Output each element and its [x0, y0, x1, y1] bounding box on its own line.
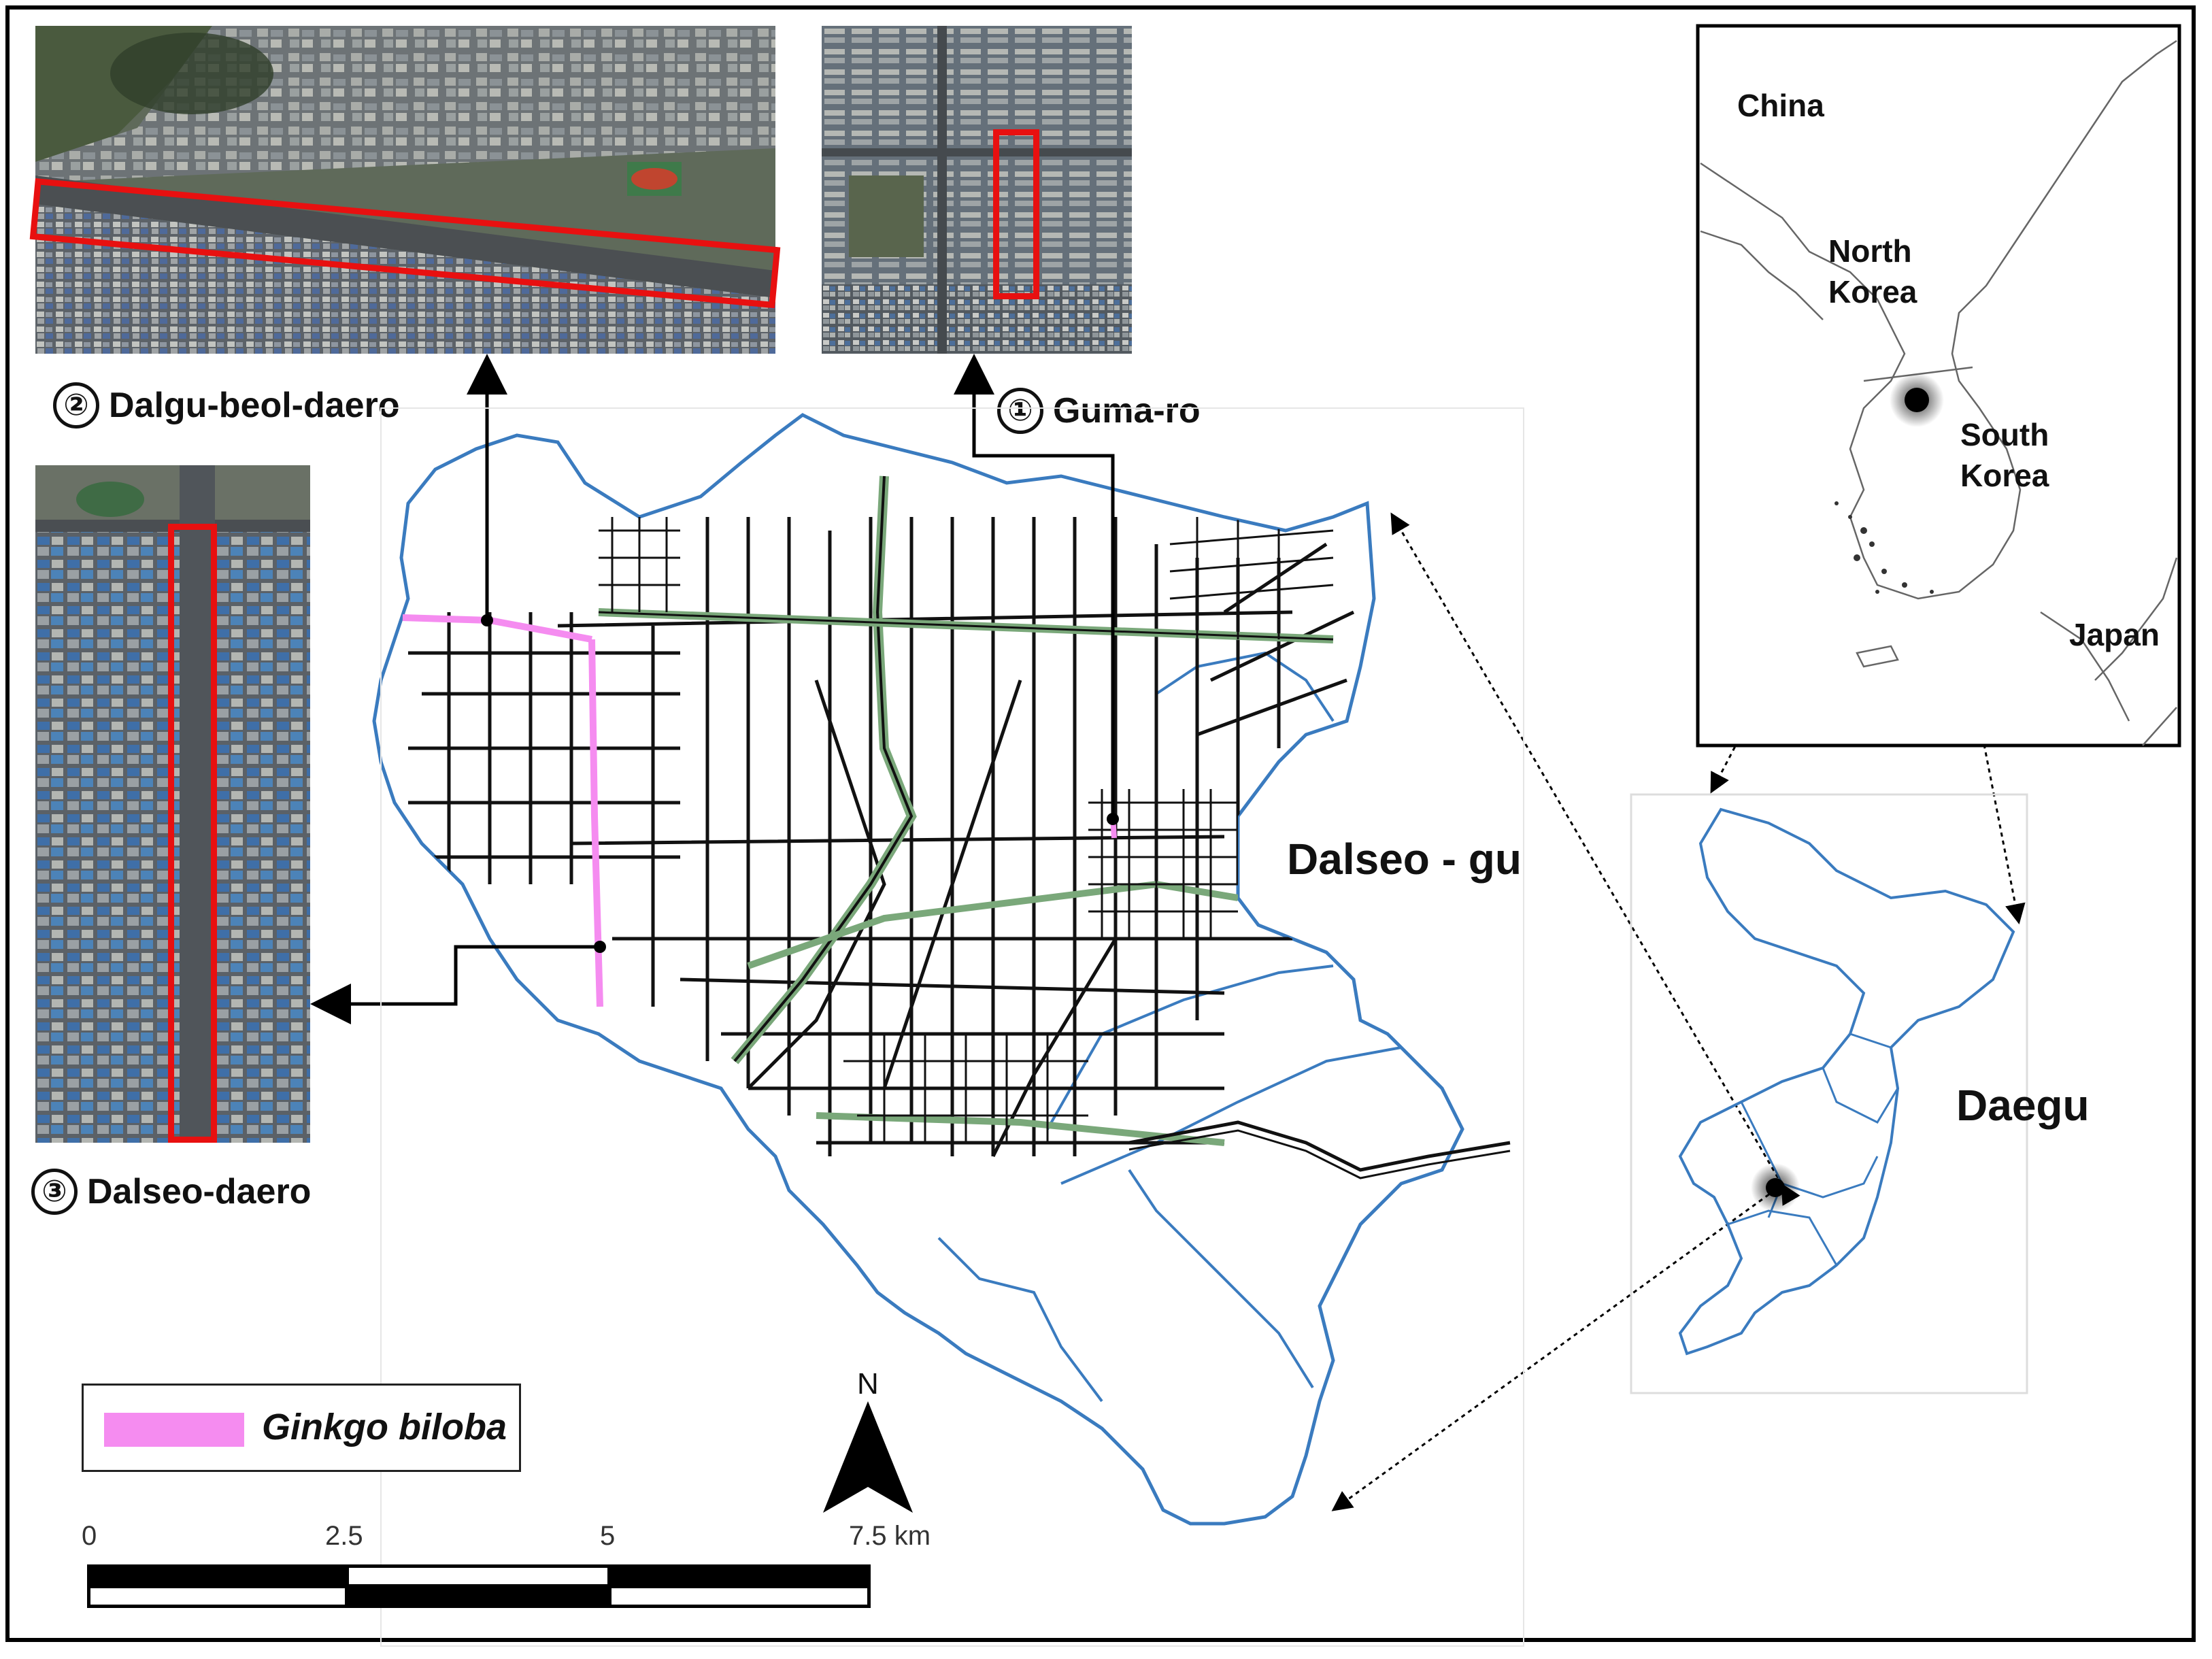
label-japan: Japan	[2069, 617, 2160, 652]
label-north-korea: North Korea	[1828, 233, 1917, 309]
scale-bar-bottom-1	[87, 1585, 348, 1608]
leader-dot-dalseo	[594, 941, 606, 953]
label-china: China	[1737, 88, 1824, 123]
dense-road-clusters	[599, 517, 1334, 1143]
leader-dot-guma	[1107, 813, 1119, 825]
callout-guma-ro: ① Guma-ro	[997, 388, 1201, 434]
scale-bar-top-2	[346, 1564, 611, 1588]
callout-label-guma-ro: Guma-ro	[1053, 391, 1201, 431]
callout-number-3: ③	[31, 1169, 78, 1215]
aerial-photo-guma-ro-image	[822, 26, 1132, 354]
north-arrow-right-half	[868, 1401, 913, 1513]
main-map-extent	[380, 407, 1524, 1647]
korea-inset-coastlines	[1700, 39, 2178, 746]
daegu-dalseo-marker	[1766, 1178, 1785, 1197]
highlight-box-dalseo-daero	[168, 524, 217, 1143]
korea-islands	[1834, 501, 1934, 594]
daegu-districts	[1727, 1033, 1899, 1266]
label-south-korea: South Korea	[1960, 417, 2049, 493]
north-arrow-icon	[823, 1401, 868, 1513]
callout-dalgu-beol-daero: ② Dalgu-beol-daero	[53, 382, 400, 429]
map-frame	[5, 5, 2196, 1642]
aerial-photo-guma-ro	[822, 26, 1132, 354]
scale-bar-bottom-3	[608, 1585, 871, 1608]
aerial-photo-dalgu-beol-daero	[35, 26, 775, 354]
callout-label-dalseo-daero: Dalseo-daero	[87, 1172, 312, 1211]
scale-bar-bottom-2	[346, 1585, 611, 1608]
leader-dot-dalgu	[481, 614, 493, 626]
scale-tick-7-5-km: 7.5 km	[849, 1521, 931, 1551]
callout-number-2: ②	[53, 382, 99, 429]
daegu-boundary	[1678, 807, 2015, 1356]
scale-tick-2-5: 2.5	[325, 1521, 363, 1551]
callout-number-1: ①	[997, 388, 1043, 434]
legend-ginkgo-label: Ginkgo biloba	[262, 1407, 507, 1447]
scale-bar-top-1	[87, 1564, 348, 1588]
road-network	[408, 475, 1355, 1158]
callout-label-dalgu-beol-daero: Dalgu-beol-daero	[109, 386, 400, 425]
label-daegu: Daegu	[1956, 1081, 2090, 1130]
legend-ginkgo-swatch	[104, 1413, 244, 1447]
label-dalseo-gu: Dalseo - gu	[1287, 835, 1522, 884]
daegu-inset-frame	[1630, 793, 2028, 1394]
aerial-photo-dalgu-beol-daero-image	[35, 26, 775, 354]
legend: Ginkgo biloba	[82, 1384, 521, 1472]
korea-daegu-marker	[1905, 388, 1929, 412]
scale-tick-5: 5	[600, 1521, 616, 1551]
callout-dalseo-daero: ③ Dalseo-daero	[31, 1169, 311, 1215]
scale-bar-top-3	[608, 1564, 871, 1588]
north-arrow-label: N	[857, 1367, 879, 1401]
highlight-box-guma-ro	[993, 129, 1039, 299]
scale-tick-0: 0	[82, 1521, 97, 1551]
